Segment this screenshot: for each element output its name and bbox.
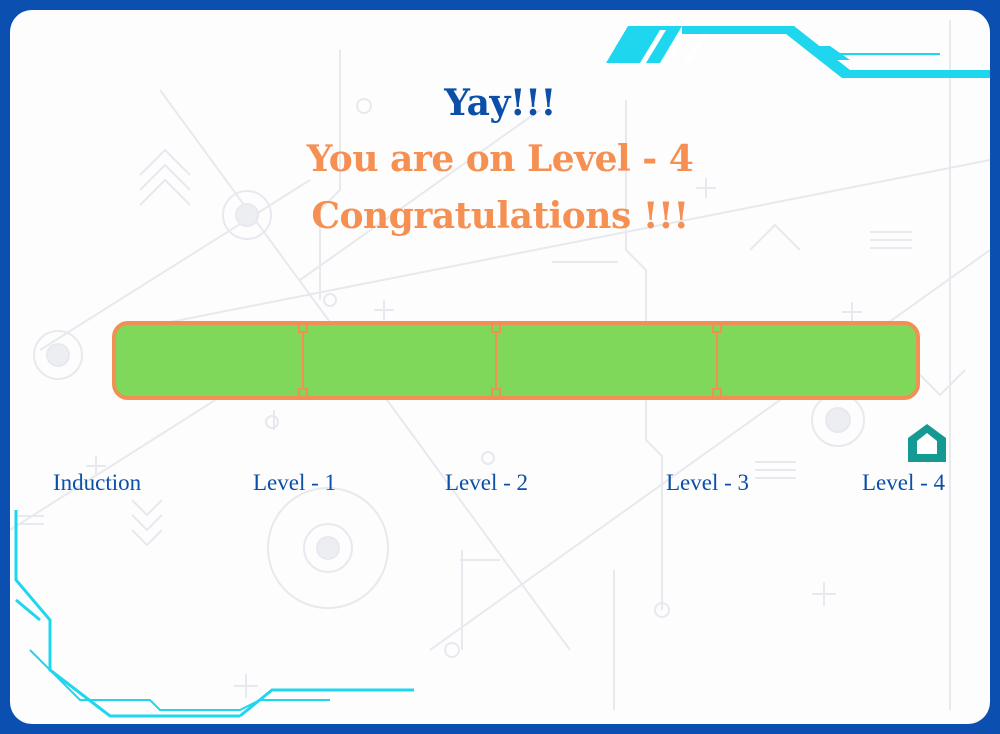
level-label-1: Level - 1 (253, 470, 337, 495)
divider-handle (491, 388, 501, 398)
circuit-background (10, 20, 990, 710)
level-label-induction: Induction (53, 470, 142, 495)
level-divider-1 (302, 325, 304, 396)
level-label-4: Level - 4 (862, 470, 946, 495)
home-icon (908, 424, 946, 462)
title-congratulations: Congratulations !!! (311, 195, 689, 237)
title-yay: Yay!!! (444, 82, 556, 124)
divider-handle (712, 388, 722, 398)
title-level-status: You are on Level - 4 (306, 138, 694, 180)
corner-accents (14, 26, 990, 718)
divider-handle (491, 323, 501, 333)
level-divider-2 (495, 325, 497, 396)
level-progress-bar (112, 321, 920, 400)
congrats-card: Yay!!! You are on Level - 4 Congratulati… (10, 10, 990, 724)
divider-handle (712, 323, 722, 333)
level-divider-3 (716, 325, 718, 396)
level-label-2: Level - 2 (445, 470, 529, 495)
level-label-3: Level - 3 (666, 470, 750, 495)
divider-handle (298, 323, 308, 333)
divider-handle (298, 388, 308, 398)
